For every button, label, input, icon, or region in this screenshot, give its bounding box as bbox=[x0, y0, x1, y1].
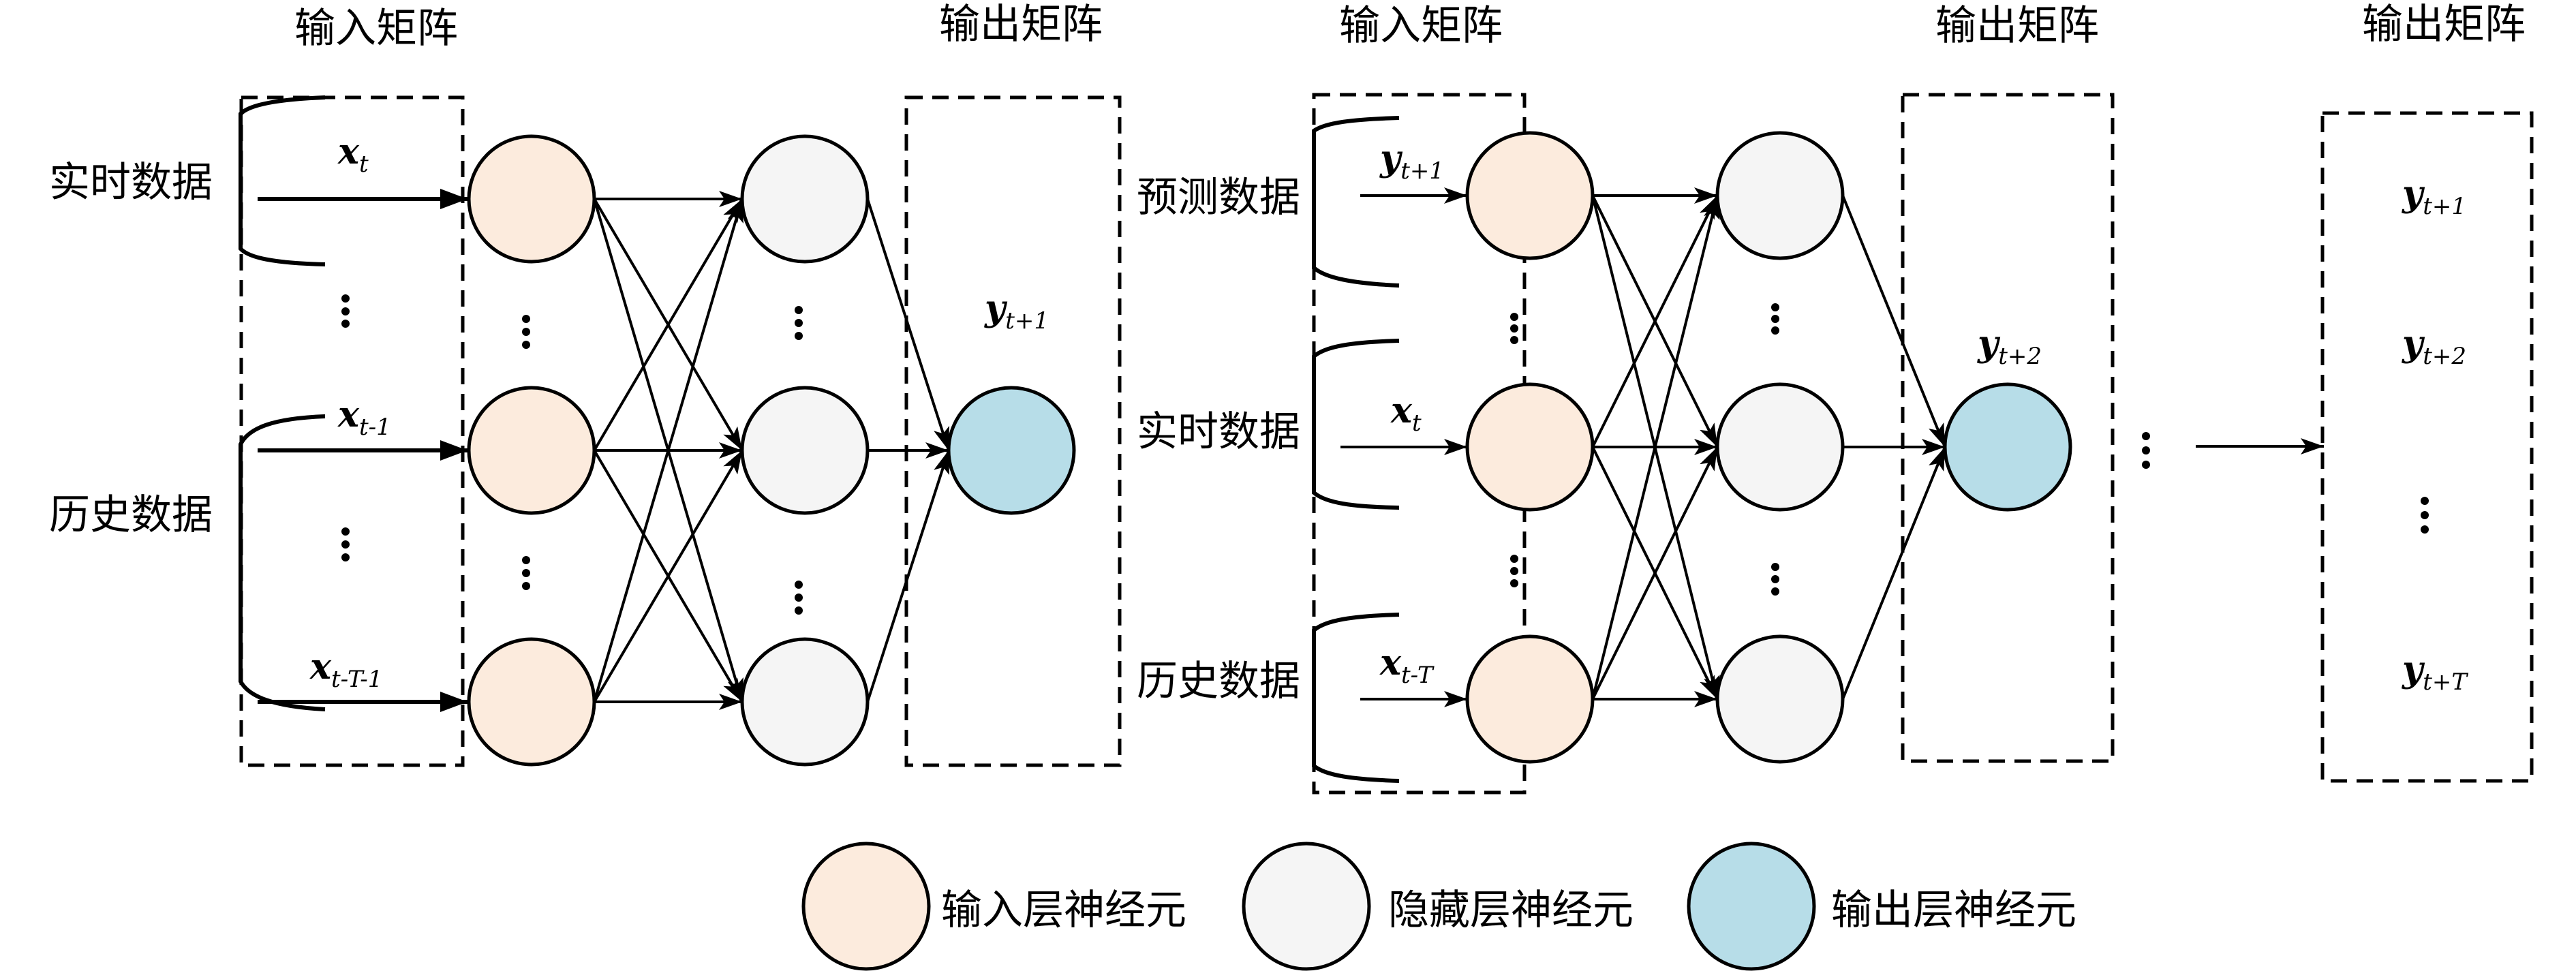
net1-input-label-xt-T-1: xt-T-1 bbox=[309, 646, 382, 693]
net2-output-neuron bbox=[1943, 382, 2072, 512]
net2-input-matrix-title: 输入矩阵 bbox=[1339, 2, 1503, 50]
final-output-item-2: yt+2 bbox=[2402, 323, 2466, 370]
net2-edge-input3-hidden2 bbox=[1591, 446, 1719, 700]
net1-edge-input3-hidden1 bbox=[593, 198, 743, 703]
net2-group-label-forecast: 预测数据 bbox=[1137, 174, 1300, 221]
net2-input-neuron-3 bbox=[1465, 634, 1595, 764]
net1-input-neuron-3 bbox=[467, 637, 596, 767]
net2-hidden-neuron-2 bbox=[1715, 382, 1845, 512]
net1-input-label-xt-1: xt-1 bbox=[337, 394, 391, 441]
net1-output-label: yt+1 bbox=[984, 288, 1049, 335]
net2-input-neuron-1 bbox=[1465, 131, 1595, 260]
net1-input-ellipsis-2 bbox=[341, 527, 350, 561]
net2-edge-hidden1-output bbox=[1841, 195, 1946, 448]
net1-hidden-neuron-2 bbox=[740, 386, 870, 515]
final-output-item-3: yt+T bbox=[2402, 649, 2468, 696]
net1-edge-input2-hidden1 bbox=[593, 198, 743, 452]
net1-input-ellipsis-1 bbox=[341, 294, 350, 328]
legend-hidden-label: 隐藏层神经元 bbox=[1388, 887, 1634, 934]
net1-connections bbox=[593, 191, 950, 710]
legend-input-neuron-swatch bbox=[801, 842, 931, 971]
legend-hidden-neuron-swatch bbox=[1242, 842, 1371, 971]
net2-bracket-forecast bbox=[1312, 116, 1400, 288]
net1-edge-hidden3-output bbox=[866, 450, 950, 703]
network-2: 输入矩阵 输出矩阵 预测数据 实时数据 历史数据 yt+1 xt xt-T bbox=[1137, 2, 2115, 795]
legend: 输入层神经元 隐藏层神经元 输出层神经元 bbox=[801, 842, 2076, 971]
continuation-ellipsis bbox=[2142, 432, 2150, 469]
final-output-matrix: 输出矩阵 yt+1 yt+2 yt+T bbox=[2320, 1, 2534, 783]
final-output-item-1: yt+1 bbox=[2402, 173, 2466, 220]
final-output-matrix-box bbox=[2320, 111, 2534, 783]
net1-bracket-realtime bbox=[239, 95, 326, 266]
legend-item-output: 输出层神经元 bbox=[1687, 842, 2076, 971]
net2-edge-hidden3-output bbox=[1841, 446, 1946, 700]
net2-bracket-realtime bbox=[1312, 339, 1400, 510]
net2-input-label-xt: xt bbox=[1390, 390, 1422, 437]
net2-input-neuron-2 bbox=[1465, 382, 1595, 512]
net2-hidden-neuron-3 bbox=[1715, 634, 1845, 764]
net1-hidden-layer-ellipsis-2 bbox=[795, 581, 803, 615]
legend-output-label: 输出层神经元 bbox=[1831, 887, 2076, 934]
net1-input-neuron-1 bbox=[467, 134, 596, 264]
net2-connections bbox=[1591, 187, 1946, 707]
legend-item-hidden: 隐藏层神经元 bbox=[1242, 842, 1634, 971]
net1-input-label-xt: xt bbox=[337, 131, 369, 178]
net1-edge-hidden1-output bbox=[866, 198, 950, 451]
net1-hidden-neuron-3 bbox=[740, 637, 870, 767]
net1-output-matrix-box bbox=[904, 95, 1122, 767]
net2-output-matrix-box bbox=[1901, 93, 2115, 763]
net1-input-layer-ellipsis-2 bbox=[522, 556, 530, 590]
net1-output-neuron bbox=[947, 386, 1076, 515]
net1-group-label-history: 历史数据 bbox=[49, 491, 213, 539]
net2-hidden-neuron-1 bbox=[1715, 131, 1845, 260]
net2-input-layer-ellipsis-1 bbox=[1510, 313, 1518, 344]
net2-bracket-history bbox=[1312, 613, 1400, 783]
net2-edge-input3-hidden1 bbox=[1591, 195, 1720, 700]
net2-input-layer-ellipsis-2 bbox=[1510, 555, 1518, 587]
net2-group-label-realtime: 实时数据 bbox=[1137, 408, 1300, 456]
legend-output-neuron-swatch bbox=[1687, 842, 1816, 971]
net2-hidden-layer-ellipsis-1 bbox=[1771, 303, 1779, 335]
final-output-ellipsis bbox=[2421, 497, 2429, 534]
net2-output-label: yt+2 bbox=[1977, 323, 2042, 370]
net1-hidden-layer-ellipsis-1 bbox=[795, 306, 803, 340]
net1-input-matrix-title: 输入矩阵 bbox=[294, 5, 458, 52]
legend-item-input: 输入层神经元 bbox=[801, 842, 1186, 971]
net1-bracket-history bbox=[239, 414, 326, 711]
legend-input-label: 输入层神经元 bbox=[941, 887, 1186, 934]
net2-output-matrix-title: 输出矩阵 bbox=[1935, 2, 2099, 50]
net2-edge-input2-hidden1 bbox=[1591, 195, 1719, 448]
net1-hidden-neuron-1 bbox=[740, 134, 870, 264]
net1-edge-input3-hidden2 bbox=[593, 449, 743, 703]
net2-group-label-history: 历史数据 bbox=[1137, 658, 1300, 705]
continuation bbox=[2142, 432, 2324, 469]
net2-input-label-xt-T: xt-T bbox=[1379, 642, 1435, 689]
final-output-matrix-title: 输出矩阵 bbox=[2362, 1, 2526, 48]
network-1: 输入矩阵 输出矩阵 实时数据 历史数据 xt xt-1 xt-T-1 bbox=[49, 1, 1122, 767]
net1-input-neuron-2 bbox=[467, 386, 596, 515]
net1-input-matrix-box bbox=[239, 95, 465, 767]
net1-input-layer-ellipsis-1 bbox=[522, 315, 530, 349]
net1-output-matrix-title: 输出矩阵 bbox=[939, 1, 1103, 48]
net2-hidden-layer-ellipsis-2 bbox=[1771, 563, 1779, 596]
net1-group-label-realtime: 实时数据 bbox=[49, 159, 213, 206]
net2-input-label-yt+1: yt+1 bbox=[1379, 138, 1444, 185]
